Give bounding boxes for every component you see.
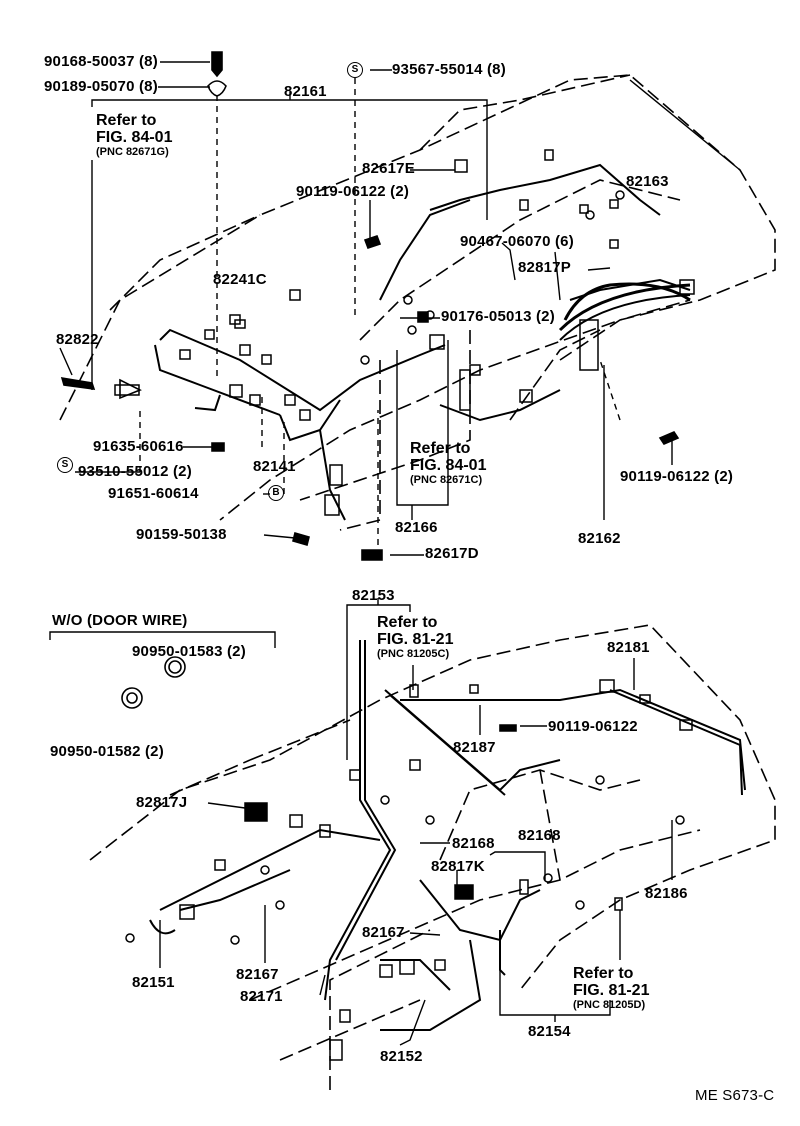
part-label-82154: 82154 <box>528 1023 571 1040</box>
upper-part-glyphs <box>60 51 680 561</box>
part-label-82617d: 82617D <box>425 545 479 562</box>
refer-note-81205d: Refer to FIG. 81-21 (PNC 81205D) <box>573 965 649 1011</box>
part-label-90467-06070: 90467-06070 (6) <box>460 233 574 250</box>
part-label-82167-b: 82167 <box>236 966 279 983</box>
lower-part-glyphs <box>121 656 517 732</box>
standard-part-symbol: S <box>347 62 363 78</box>
refer-pnc: (PNC 82671C) <box>410 474 483 486</box>
part-label-82822: 82822 <box>56 331 99 348</box>
part-label-93567-55014: 93567-55014 (8) <box>392 61 506 78</box>
refer-line: Refer to <box>96 112 157 129</box>
lower-leaders <box>49 598 673 1046</box>
part-label-82167-a: 82167 <box>362 924 405 941</box>
upper-car-body <box>59 74 776 531</box>
lower-harness <box>149 640 746 1031</box>
part-label-90950-01583: 90950-01583 (2) <box>132 643 246 660</box>
part-label-82168-b: 82168 <box>518 827 561 844</box>
diagram-code: ME S673-C <box>695 1087 775 1104</box>
part-label-82171: 82171 <box>240 988 283 1005</box>
part-label-82241c: 82241C <box>213 271 267 288</box>
part-label-82162: 82162 <box>578 530 621 547</box>
part-label-82186: 82186 <box>645 885 688 902</box>
part-label-82141: 82141 <box>253 458 296 475</box>
refer-pnc: (PNC 82671G) <box>96 146 169 158</box>
bolt-symbol: B <box>268 485 284 501</box>
refer-pnc: (PNC 81205C) <box>377 648 450 660</box>
part-label-93510-55012: 93510-55012 (2) <box>78 463 192 480</box>
lower-connectors <box>125 679 693 1061</box>
part-label-82817k: 82817K <box>431 858 485 875</box>
part-label-91635-60616: 91635-60616 <box>93 438 184 455</box>
refer-fig: FIG. 81-21 <box>377 631 454 648</box>
part-label-82187: 82187 <box>453 739 496 756</box>
refer-line: Refer to <box>377 614 438 631</box>
part-label-82168-a: 82168 <box>452 835 495 852</box>
fender-liner <box>563 282 691 321</box>
part-label-90119-06122-a: 90119-06122 (2) <box>296 183 410 200</box>
refer-fig: FIG. 84-01 <box>96 129 173 146</box>
refer-note-81205c: Refer to FIG. 81-21 (PNC 81205C) <box>377 614 453 660</box>
part-label-90119-06122-c: 90119-06122 <box>548 718 638 735</box>
part-label-82817p: 82817P <box>518 259 571 276</box>
refer-line: Refer to <box>573 965 634 982</box>
part-label-90168-50037: 90168-50037 (8) <box>44 53 158 70</box>
part-label-90119-06122-b: 90119-06122 (2) <box>620 468 734 485</box>
upper-connectors <box>114 149 695 516</box>
part-label-82151: 82151 <box>132 974 175 991</box>
part-label-82617e: 82617E <box>362 160 415 177</box>
part-label-91651-60614: 91651-60614 <box>108 485 199 502</box>
part-label-82161: 82161 <box>284 83 327 100</box>
upper-leaders <box>59 61 741 556</box>
part-label-90176-05013: 90176-05013 (2) <box>441 308 555 325</box>
part-label-82181: 82181 <box>607 639 650 656</box>
part-label-90189-05070: 90189-05070 (8) <box>44 78 158 95</box>
part-label-90159-50138: 90159-50138 <box>136 526 227 543</box>
part-label-82817j: 82817J <box>136 794 188 811</box>
refer-fig: FIG. 81-21 <box>573 982 650 999</box>
door-wire-heading: W/O (DOOR WIRE) <box>52 612 188 629</box>
part-label-82163: 82163 <box>626 173 669 190</box>
refer-pnc: (PNC 81205D) <box>573 999 646 1011</box>
lower-car-body <box>89 624 776 1090</box>
refer-line: Refer to <box>410 440 471 457</box>
refer-fig: FIG. 84-01 <box>410 457 487 474</box>
part-label-82153: 82153 <box>352 587 395 604</box>
refer-note-82671c: Refer to FIG. 84-01 (PNC 82671C) <box>410 440 486 486</box>
refer-note-82671g: Refer to FIG. 84-01 (PNC 82671G) <box>96 112 172 158</box>
part-label-90950-01582: 90950-01582 (2) <box>50 743 164 760</box>
part-label-82166: 82166 <box>395 519 438 536</box>
part-label-82152: 82152 <box>380 1048 423 1065</box>
standard-part-symbol: S <box>57 457 73 473</box>
